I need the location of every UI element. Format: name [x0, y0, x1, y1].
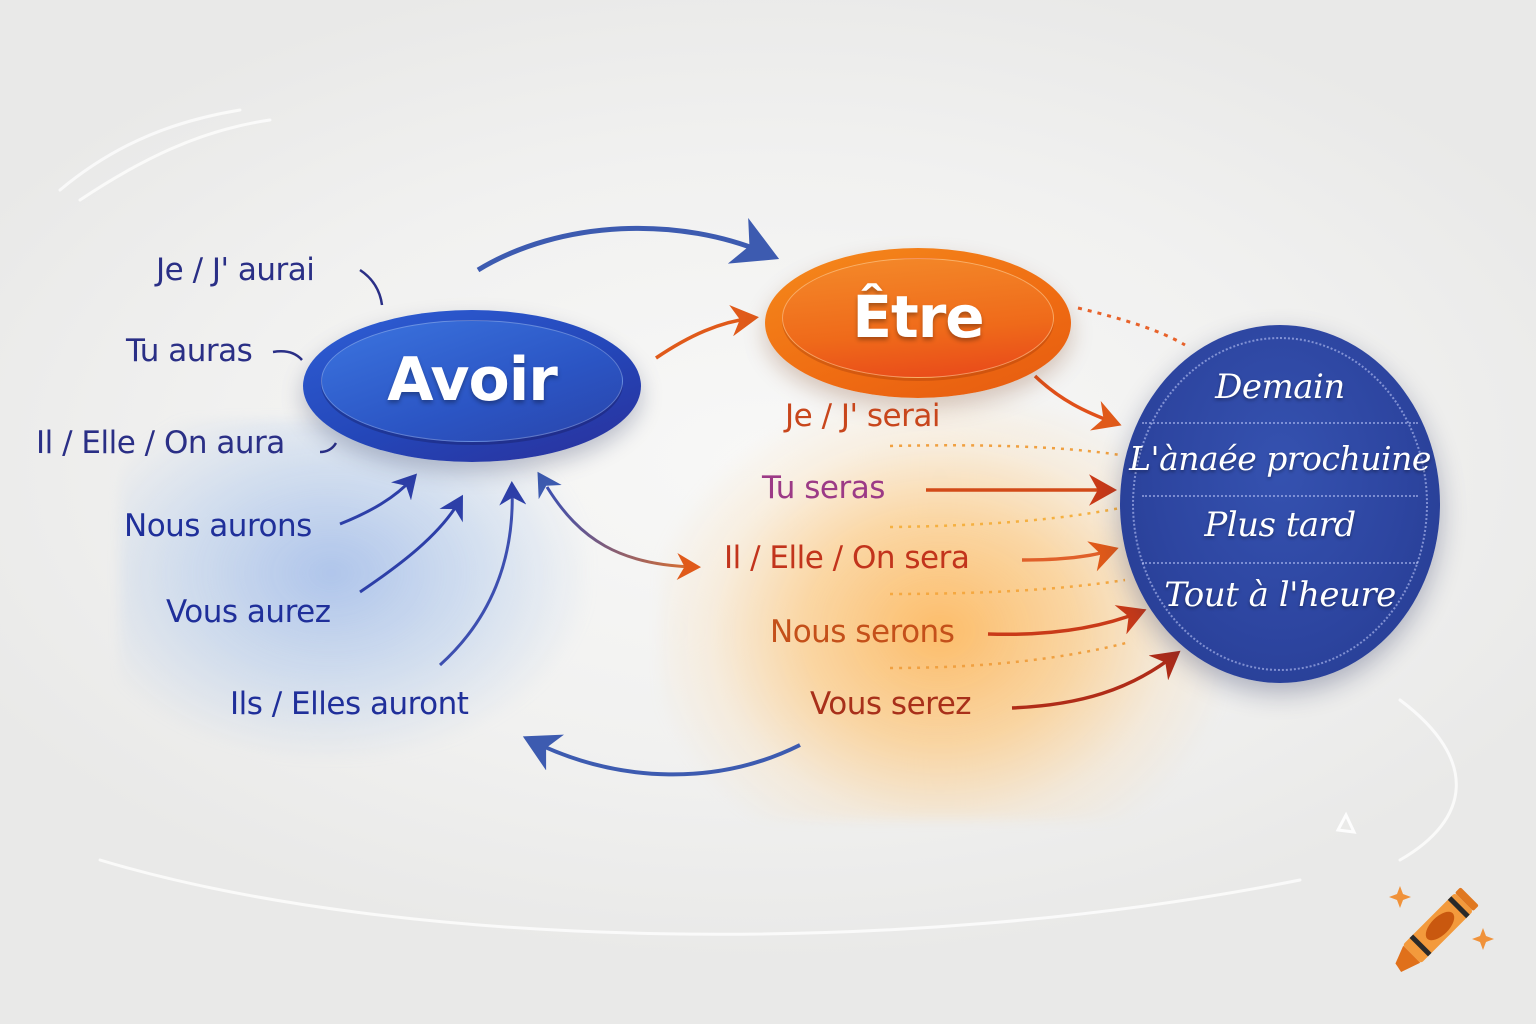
arrow-avoir-il-sera: [537, 471, 701, 581]
avoir-conj-je: Je / J' aurai: [156, 252, 315, 288]
etre-conj-vous: Vous serez: [810, 686, 972, 722]
avoir-conj-ils: Ils / Elles auront: [230, 686, 469, 722]
avoir-conj-nous: Nous aurons: [124, 508, 312, 544]
arrow-etre-to-time: [1033, 374, 1122, 431]
arrow-nous-aurons: [339, 473, 418, 526]
crayon-icon: [1389, 886, 1494, 972]
sparkle-icon: [1472, 928, 1494, 950]
arrow-ils-auront: [438, 481, 527, 667]
dotted-guides: [889, 444, 1131, 670]
dotted-separator: [1142, 495, 1418, 497]
avoir-conj-vous: Vous aurez: [166, 594, 331, 630]
sparkle-icon: [1389, 886, 1411, 908]
etre-conj-nous: Nous serons: [770, 614, 955, 650]
arrow-vous-serez: [1011, 650, 1181, 710]
time-expression-tout-a-l-heure: Tout à l'heure: [1164, 575, 1396, 615]
avoir-label: Avoir: [387, 345, 558, 415]
time-expressions-circle: Demain L'ànaée prochuine Plus tard Tout …: [1120, 325, 1440, 683]
etre-conj-tu: Tu seras: [762, 470, 885, 506]
etre-label: Être: [852, 283, 984, 351]
etre-node-inner: [782, 258, 1054, 378]
time-expression-demain: Demain: [1215, 367, 1345, 407]
time-expression-annee-prochaine: L'ànaée prochuine: [1129, 439, 1431, 478]
etre-conj-je: Je / J' serai: [785, 398, 940, 434]
etre-conj-il: Il / Elle / On sera: [724, 540, 970, 576]
dotted-separator: [1142, 422, 1418, 424]
arrow-avoir-to-etre-small: [655, 304, 759, 360]
dotted-etre-to-time: [1077, 306, 1186, 347]
avoir-node: Avoir: [303, 310, 641, 462]
connector-je-aurai: [359, 268, 384, 306]
triangle-doodle-icon: [1335, 811, 1357, 834]
blue-watercolor-wash: [120, 420, 590, 760]
arrow-il-sera: [1021, 541, 1119, 572]
time-expression-plus-tard: Plus tard: [1204, 505, 1356, 545]
connector-tu-auras: [272, 350, 303, 361]
connector-il-aura: [319, 442, 338, 454]
arrow-nous-serons: [987, 605, 1147, 637]
dotted-ring: [1132, 337, 1428, 671]
arrow-vous-aurez: [359, 494, 463, 594]
avoir-conj-tu: Tu auras: [126, 333, 253, 369]
arrow-avoir-to-etre: [476, 217, 780, 273]
etre-node: Être: [765, 248, 1071, 398]
dotted-separator: [1142, 562, 1418, 564]
arrow-vous-serez-to-avoir: [522, 734, 801, 777]
avoir-conj-il: Il / Elle / On aura: [36, 425, 285, 461]
avoir-node-inner: [321, 320, 623, 442]
